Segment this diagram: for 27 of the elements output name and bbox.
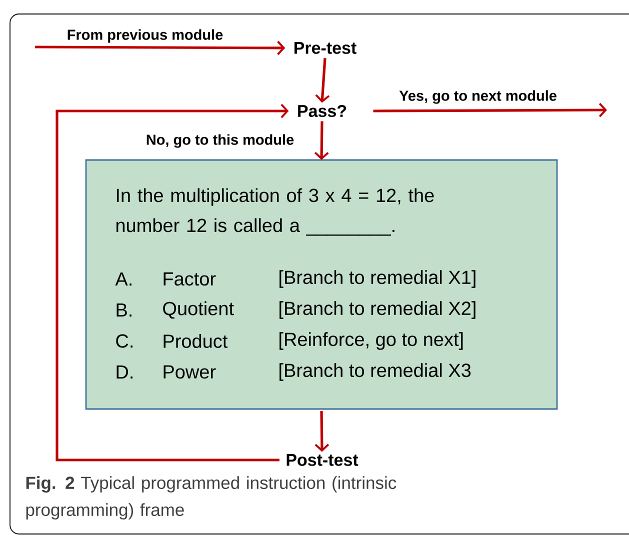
- step-label: Pre-test: [294, 42, 356, 54]
- option-feedback: [Branch to remedial X3: [280, 363, 471, 381]
- option-feedback: [Branch to remedial X2]: [280, 301, 476, 319]
- figure-caption: Fig. 2 Typical programmed instruction (intrinsic programming) frame: [26, 476, 396, 520]
- arrow: [314, 410, 330, 452]
- option-letter: C.: [116, 334, 132, 348]
- edge-label: No, go to this module: [144, 133, 296, 149]
- option-answer: Product: [164, 334, 228, 348]
- question-text: In the multiplication of 3 x 4 = 12, the number 12 is called a ________.: [116, 188, 434, 236]
- option-answer: Quotient: [163, 301, 234, 319]
- question-box: [85, 159, 558, 410]
- step-label: Pass?: [298, 104, 346, 118]
- option-letter: A.: [115, 272, 132, 286]
- arrow: [56, 104, 289, 462]
- option-answer: Power: [164, 365, 216, 379]
- arrow: [314, 121, 329, 160]
- option-letter: B.: [116, 303, 132, 317]
- arrow: [315, 58, 330, 103]
- arrow: [35, 40, 286, 56]
- option-answer: Factor: [164, 272, 216, 286]
- edge-label: Yes, go to next module: [398, 89, 558, 105]
- step-label: Post-test: [286, 454, 358, 466]
- arrow: [373, 102, 607, 118]
- option-letter: D.: [116, 365, 132, 379]
- edge-label: From previous module: [66, 28, 224, 44]
- option-feedback: [Branch to remedial X1]: [280, 270, 476, 288]
- option-feedback: [Reinforce, go to next]: [280, 332, 463, 350]
